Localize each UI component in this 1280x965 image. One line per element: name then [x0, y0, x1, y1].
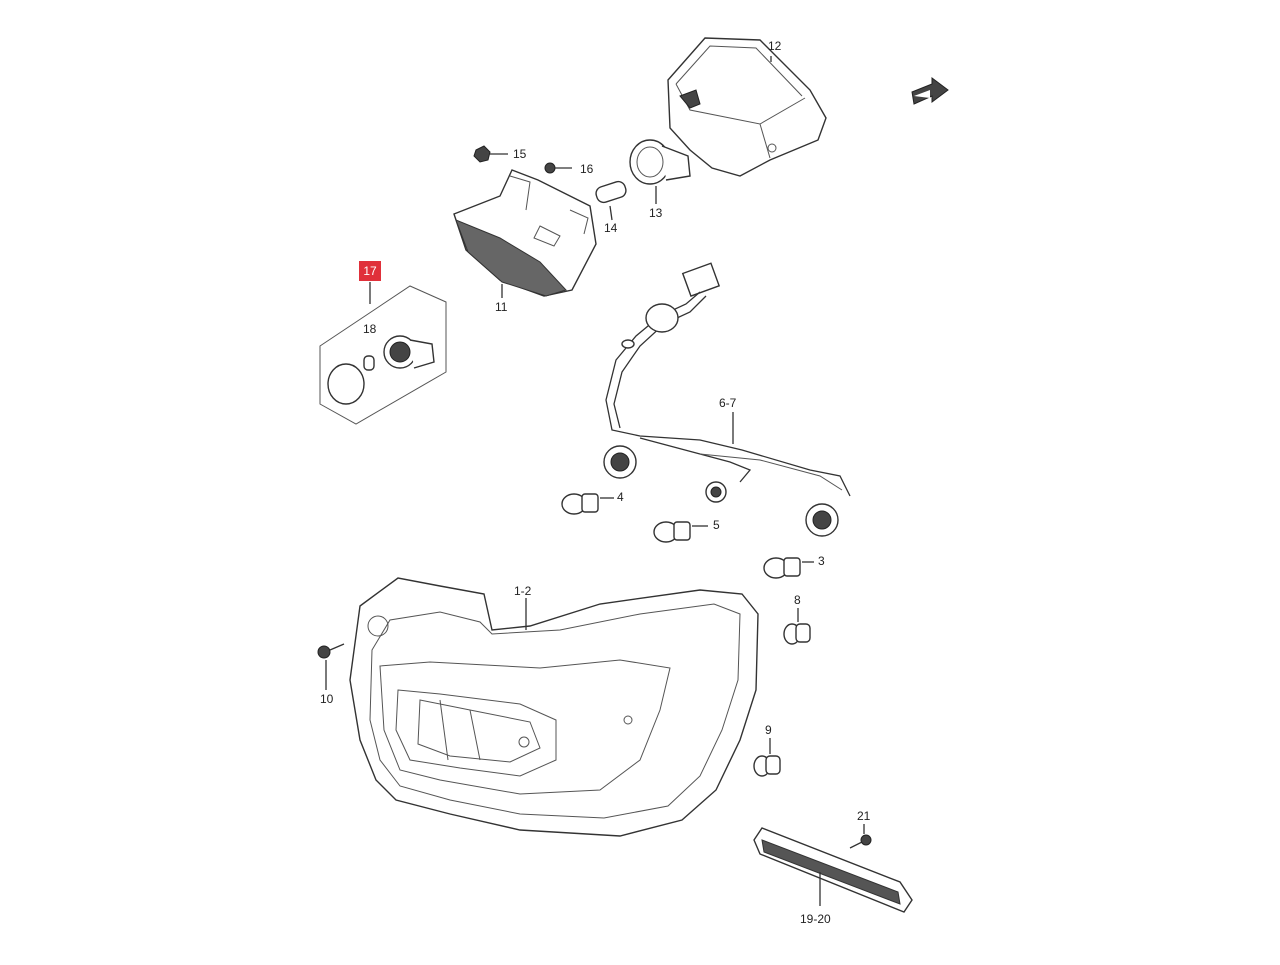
callout-13: 13: [649, 206, 663, 220]
callout-17-highlighted: 17: [359, 261, 381, 281]
callout-19-20: 19-20: [800, 912, 831, 926]
part-5-bulb: [653, 521, 708, 543]
part-13-socket: [629, 139, 691, 204]
part-16-screw: [544, 162, 572, 174]
callout-14: 14: [604, 221, 618, 235]
socket-left: [603, 445, 637, 479]
part-3-bulb: [763, 557, 814, 579]
part-10-screw: [317, 643, 345, 690]
part-17-kit-box: [319, 282, 447, 425]
socket-middle: [705, 481, 727, 503]
part-4-bulb: [561, 493, 614, 515]
part-8-grommet: [783, 608, 811, 645]
part-15-nut: [473, 145, 508, 163]
callout-5: 5: [713, 518, 720, 532]
callout-12: 12: [768, 39, 782, 53]
callout-1-2: 1-2: [514, 584, 532, 598]
callout-15: 15: [513, 147, 527, 161]
callout-10: 10: [320, 692, 334, 706]
callout-11: 11: [495, 300, 508, 314]
callout-9: 9: [765, 723, 772, 737]
front-arrow-icon: [911, 77, 949, 105]
callout-8: 8: [794, 593, 801, 607]
callout-21: 21: [857, 809, 871, 823]
callout-4: 4: [617, 490, 624, 504]
socket-right: [805, 503, 839, 537]
part-6-7-wiring-harness: [605, 262, 851, 497]
part-14-bulb: [595, 180, 627, 221]
part-9-grommet: [753, 738, 781, 777]
callout-6-7: 6-7: [719, 396, 737, 410]
part-19-20-reflector: [753, 827, 913, 913]
callout-16: 16: [580, 162, 594, 176]
callout-18: 18: [363, 322, 377, 336]
part-11-license-lamp: [453, 169, 597, 298]
callout-3: 3: [818, 554, 825, 568]
part-1-2-tail-lamp: [349, 577, 759, 837]
part-21-screw: [849, 824, 872, 849]
part-12-housing: [667, 37, 827, 177]
